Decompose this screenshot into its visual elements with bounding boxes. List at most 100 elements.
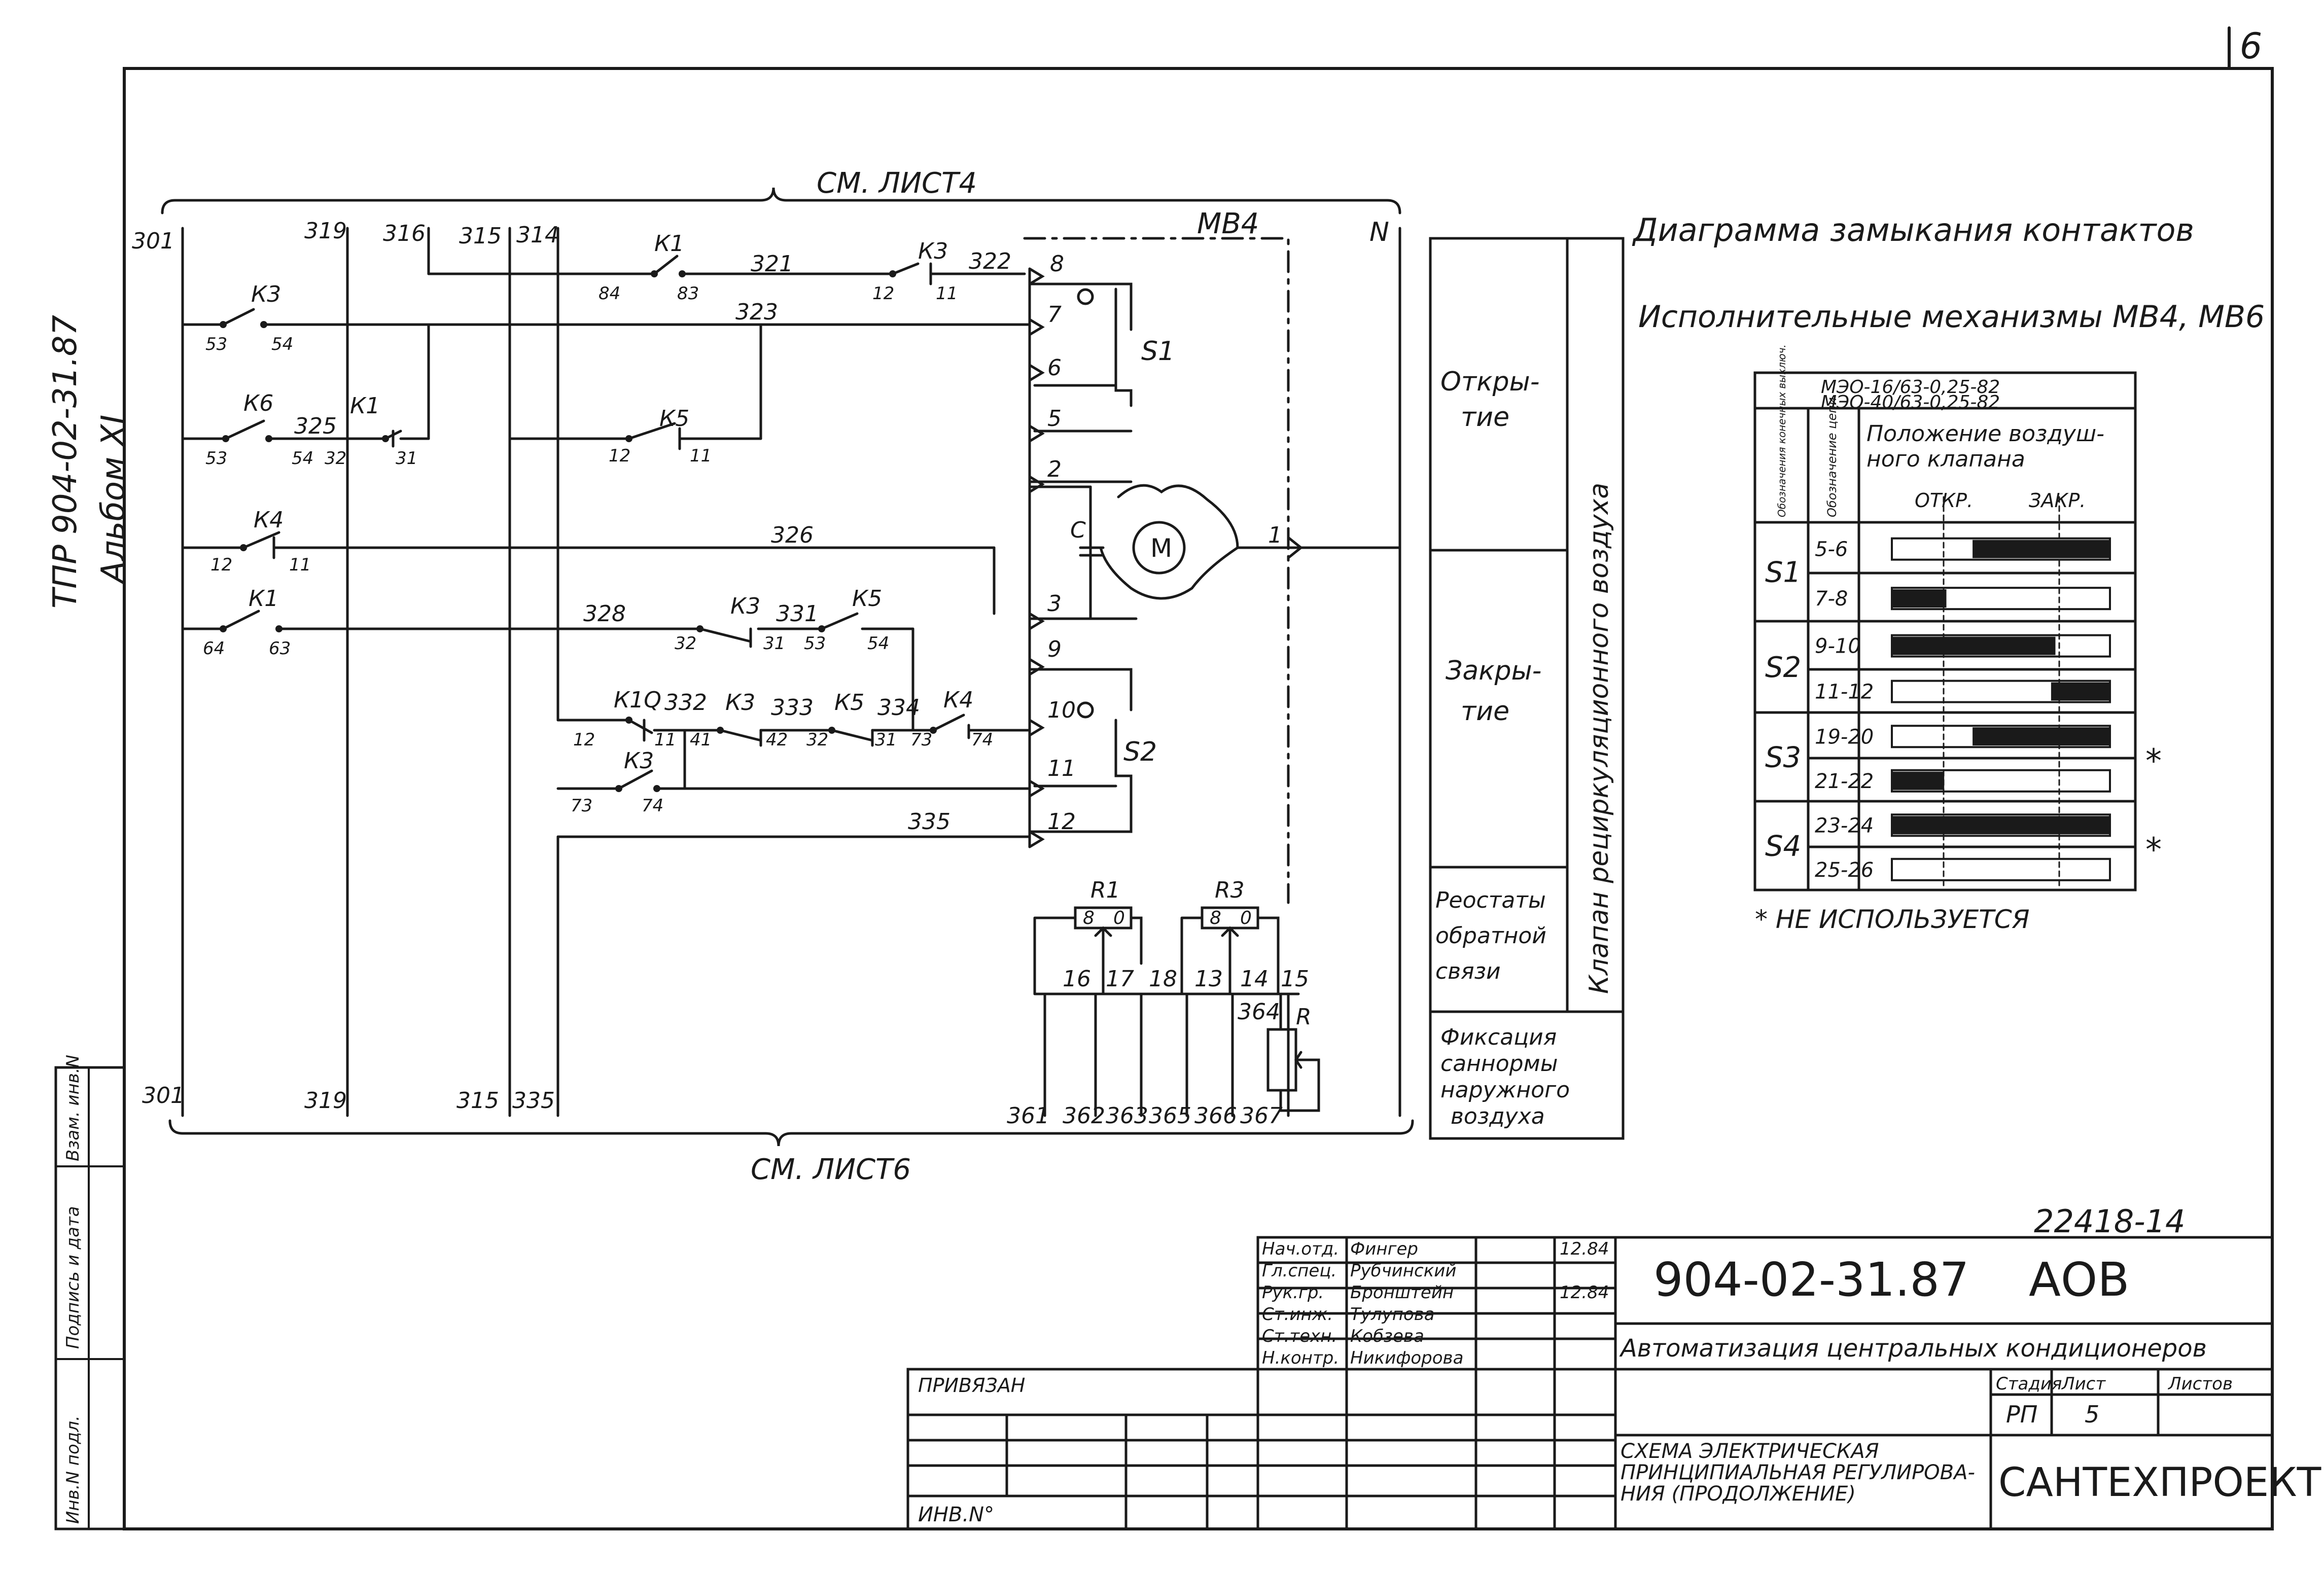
signer-name: Кобзева [1350,1326,1424,1346]
relay-k1-b: К1 [350,393,380,419]
pot-r1-mark-b: 0 [1113,908,1125,929]
relay-k3-c: К3 [730,593,760,619]
signer-date: 12.84 [1560,1239,1609,1259]
bus-label-301: 301 [132,228,174,254]
bus-bottom-319: 319 [304,1088,347,1114]
mechanism-label: МВ4 [1197,207,1259,240]
organization: САНТЕХПРОЕКТ [1998,1460,2321,1506]
doc-mark: АОВ [2029,1253,2129,1307]
side-table-sign: Подпись и дата [63,1206,83,1349]
contact-diagram-header: МЭО-16/63-0,25-82 МЭО-40/63-0,25-82 Обоз… [1776,344,2104,517]
sheet-value: 5 [2085,1401,2099,1428]
terminal-6: 6 [1047,355,1062,381]
output-367: 367 [1240,1103,1283,1129]
col-position: Положение воздуш-ного клапана [1867,421,2104,472]
signer-name: Тулупова [1350,1304,1435,1325]
model-line-2: МЭО-40/63-0,25-82 [1821,392,2000,413]
col-open: ОТКР. [1915,489,1973,512]
pin-label: 11 [289,555,311,575]
pin-label: 63 [269,638,291,659]
resistor-r1-label: R1 [1090,877,1120,903]
signer-name: Бронштейн [1350,1282,1454,1303]
relay-k3-a: К3 [918,238,948,264]
pin-label: 74 [642,796,663,816]
terminal-1: 1 [1268,522,1282,548]
terminal-9: 9 [1047,636,1062,662]
wire-364: 364 [1238,999,1280,1025]
mb4-enclosure [1023,237,1290,904]
signer-date: 12.84 [1560,1282,1609,1303]
inv-label: ИНВ.N° [918,1503,994,1526]
signer-name: Никифорова [1350,1348,1463,1368]
bus-label-319: 319 [304,218,347,244]
relay-k3-b: К3 [251,281,281,307]
terminal-16: 16 [1063,966,1091,992]
output-362: 362 [1063,1103,1105,1129]
diagram-title: Диаграмма замыкания контактов [1632,211,2194,248]
unused-note: * [2145,743,2162,780]
contact-pin-labels: 53 54 53 54 32 31 12 11 64 63 84 83 12 1… [203,283,993,816]
terminal-7: 7 [1047,302,1062,328]
pin-label: 32 [675,633,696,654]
relay-k5-b: К5 [852,586,882,612]
wire-333: 333 [771,695,814,721]
terminal-15: 15 [1281,966,1309,992]
output-365: 365 [1149,1103,1191,1129]
project-name: Автоматизация центральных кондиционеров [1619,1334,2207,1363]
diagram-subtitle: Исполнительные механизмы МВ4, МВ6 [1638,299,2265,335]
motor-label: M [1150,533,1172,563]
circuit-label: 21-22 [1815,770,1874,793]
pin-label: 11 [690,446,712,466]
signer-role: Рук.гр. [1262,1282,1324,1303]
pin-label: 83 [677,283,699,304]
model-line-1: МЭО-16/63-0,25-82 [1821,377,2000,398]
pin-label: 84 [598,283,620,304]
resistor-r3-label: R3 [1215,877,1245,903]
circuit-label: 7-8 [1815,587,1848,611]
wire-328: 328 [583,601,626,627]
circuit-label: 9-10 [1815,635,1861,658]
pin-label: 11 [654,730,676,750]
sheet-header: Лист [2061,1374,2106,1394]
bottom-brace [168,1119,1414,1147]
relay-k1-a: К1 [654,231,684,257]
relay-k6: К6 [243,390,273,416]
signer-role: Гл.спец. [1262,1261,1336,1281]
bus-bottom-301: 301 [142,1083,185,1109]
switch-name: S2 [1765,651,1801,684]
signer-role: Н.контр. [1262,1348,1339,1368]
bus-bottom-315: 315 [456,1088,499,1114]
pin-label: 54 [867,633,889,654]
diagram-footnote: * НЕ ИСПОЛЬЗУЕТСЯ [1755,905,2029,934]
bound-label: ПРИВЯЗАН [918,1374,1025,1397]
wire-323: 323 [735,299,778,325]
terminal-2: 2 [1047,456,1062,482]
closure-bar-frame [1891,858,2111,881]
wire-334: 334 [877,695,920,721]
pin-label: 64 [203,638,225,659]
fn-row-close: Закры-тие [1446,656,1541,727]
pin-label: 53 [804,633,826,654]
pin-label: 54 [271,334,293,354]
pot-r3-mark-b: 0 [1240,908,1252,929]
contact-diagram-table [1753,371,2137,892]
motor-symbol [1132,521,1186,575]
closure-bar-fill [2051,682,2110,701]
bottom-ref: СМ. ЛИСТ6 [751,1153,911,1186]
terminal-18: 18 [1149,966,1177,992]
bus-label-314: 314 [516,222,559,248]
switch-name: S3 [1765,741,1801,774]
sheet-corner-number: 6 [2240,25,2263,67]
wire-331: 331 [776,601,819,627]
title-block [906,1236,2274,1530]
col-limit: Обозначения конечных выключ. [1776,344,1788,517]
wire-325: 325 [294,413,337,439]
pin-label: 42 [766,730,788,750]
circuit-label: 5-6 [1815,538,1848,561]
closure-bar-fill [1973,540,2110,558]
